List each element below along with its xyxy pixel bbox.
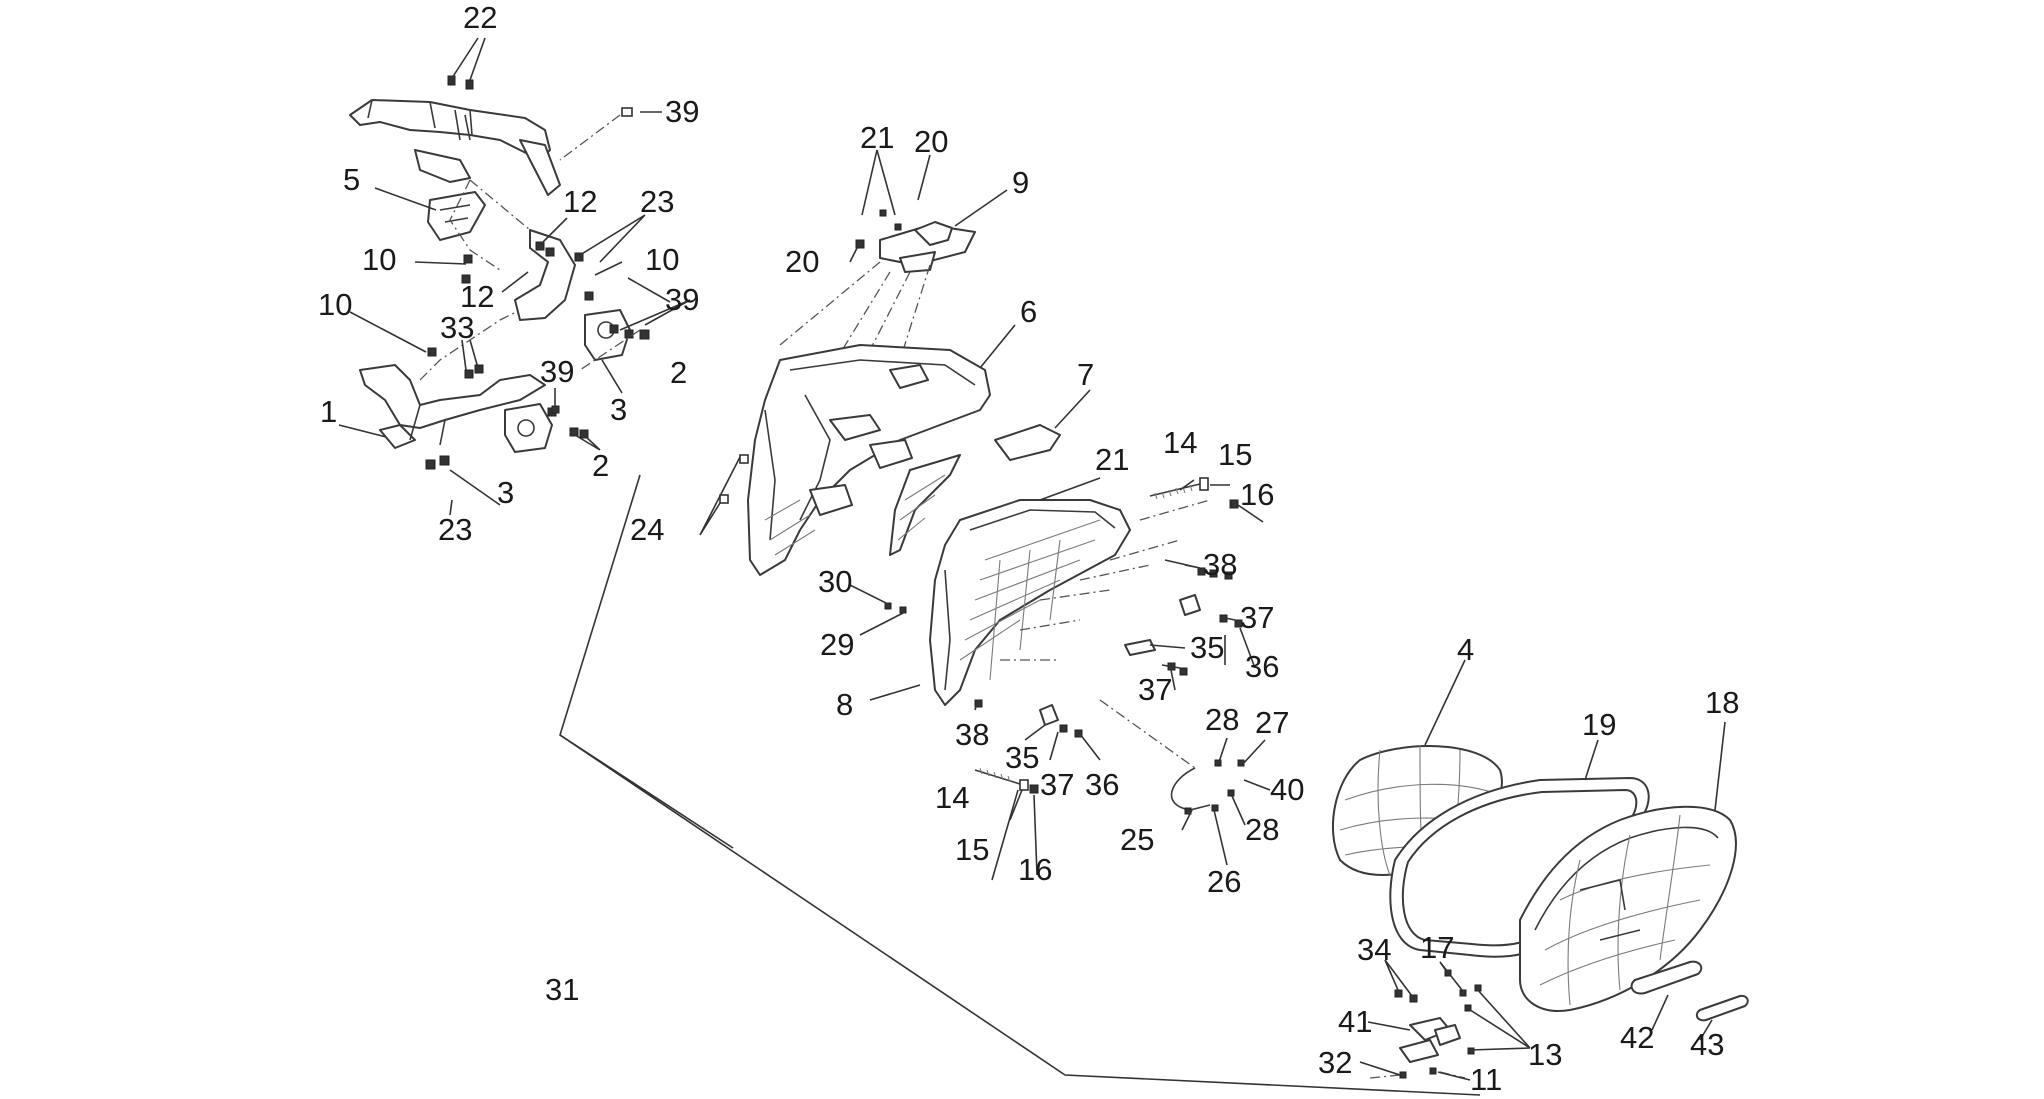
callout-15: 15: [955, 832, 989, 867]
group-bracket-31: [559, 474, 1481, 1096]
callout-10: 10: [318, 287, 352, 322]
callout-7: 7: [1077, 357, 1094, 392]
callout-12: 12: [563, 184, 597, 219]
callout-36: 36: [1085, 767, 1119, 802]
callout-3: 3: [497, 475, 514, 510]
callout-12: 12: [460, 279, 494, 314]
callout-11: 11: [1470, 1062, 1502, 1097]
callout-37: 37: [1240, 600, 1274, 635]
callout-18: 18: [1705, 685, 1739, 720]
callout-23: 23: [640, 184, 674, 219]
callout-14: 14: [935, 780, 969, 815]
callout-14: 14: [1163, 425, 1197, 460]
rack-frame-assembly: [349, 75, 650, 470]
callout-16: 16: [1018, 852, 1052, 887]
callout-39: 39: [540, 354, 574, 389]
callout-21: 21: [860, 120, 894, 155]
callout-36: 36: [1245, 649, 1279, 684]
callout-17: 17: [1420, 930, 1454, 965]
callout-2: 2: [592, 448, 609, 483]
callout-15: 15: [1218, 437, 1252, 472]
callout-20: 20: [785, 244, 819, 279]
callout-43: 43: [1690, 1027, 1724, 1062]
callout-35: 35: [1005, 740, 1039, 775]
callout-39: 39: [665, 94, 699, 129]
callout-32: 32: [1318, 1045, 1352, 1080]
callout-13: 13: [1528, 1037, 1562, 1072]
outer-case-assembly: [884, 477, 1245, 815]
callout-24: 24: [630, 512, 664, 547]
leader-lines: [338, 37, 1726, 1081]
callout-23: 23: [438, 512, 472, 547]
callout-19: 19: [1582, 707, 1616, 742]
callout-37: 37: [1040, 767, 1074, 802]
callout-35: 35: [1190, 630, 1224, 665]
callout-2: 2: [670, 355, 687, 390]
callout-29: 29: [820, 627, 854, 662]
callout-10: 10: [645, 242, 679, 277]
callout-labels: 22 39 21 20 9 5 12 23 10 20 10 12 39 10 …: [318, 0, 1739, 1097]
callout-3: 3: [610, 392, 627, 427]
callout-9: 9: [1012, 165, 1029, 200]
callout-16: 16: [1240, 477, 1274, 512]
callout-6: 6: [1020, 294, 1037, 329]
callout-27: 27: [1255, 705, 1289, 740]
callout-10: 10: [362, 242, 396, 277]
callout-25: 25: [1120, 822, 1154, 857]
callout-21: 21: [1095, 442, 1129, 477]
callout-33: 33: [440, 310, 474, 345]
callout-8: 8: [836, 687, 853, 722]
callout-28: 28: [1205, 702, 1239, 737]
callout-37: 37: [1138, 672, 1172, 707]
callout-39: 39: [665, 282, 699, 317]
callout-40: 40: [1270, 772, 1304, 807]
callout-22: 22: [463, 0, 497, 35]
lid-assembly: [1332, 744, 1749, 1079]
callout-26: 26: [1207, 864, 1241, 899]
callout-38: 38: [955, 717, 989, 752]
callout-31: 31: [545, 972, 579, 1007]
callout-38: 38: [1203, 547, 1237, 582]
callout-41: 41: [1338, 1004, 1372, 1039]
callout-1: 1: [320, 394, 337, 429]
callout-28: 28: [1245, 812, 1279, 847]
callout-5: 5: [343, 162, 360, 197]
callout-34: 34: [1357, 932, 1391, 967]
callout-30: 30: [818, 564, 852, 599]
callout-20: 20: [914, 124, 948, 159]
callout-4: 4: [1457, 632, 1474, 667]
inner-case-assembly: [719, 209, 1061, 576]
callout-42: 42: [1620, 1020, 1654, 1055]
